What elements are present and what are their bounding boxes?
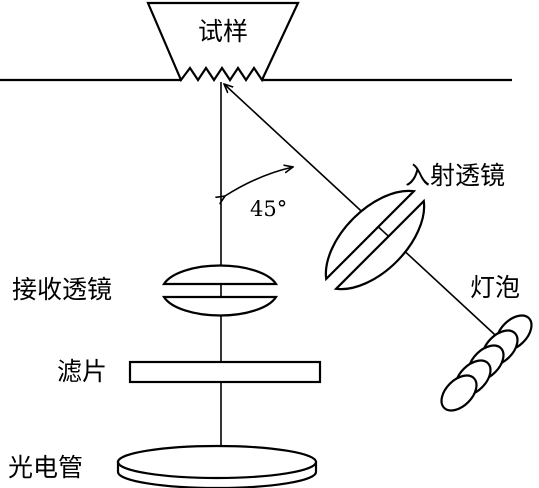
photocell	[116, 444, 318, 488]
receiving-lens	[162, 264, 278, 317]
angle-label: 45°	[250, 197, 287, 221]
sample-block: 试样	[146, 1, 300, 83]
incident-lens	[324, 189, 426, 291]
receiving-lens-label: 接收透镜	[12, 275, 112, 304]
bulb-coil	[440, 314, 533, 412]
filter-plate	[128, 360, 322, 384]
photocell-label: 光电管	[8, 453, 83, 482]
filter-label: 滤片	[57, 357, 107, 386]
bulb-label: 灯泡	[470, 273, 520, 302]
angle-arc	[225, 167, 293, 196]
incident-lens-label: 入射透镜	[405, 161, 505, 190]
sample-label: 试样	[198, 17, 248, 46]
